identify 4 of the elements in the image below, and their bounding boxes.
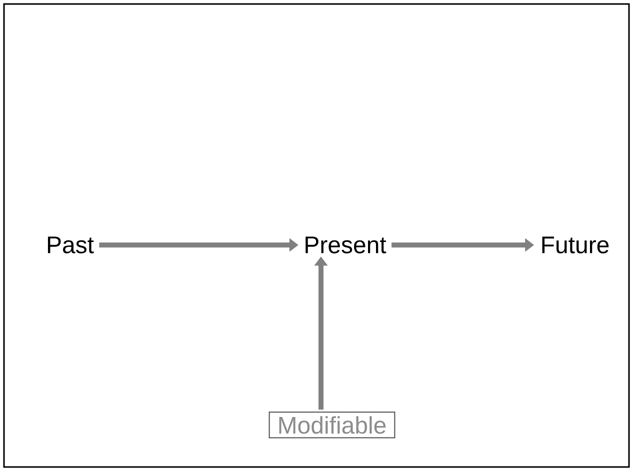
time-label: Past (48, 236, 94, 254)
label-box: Modifiable (268, 412, 396, 438)
time-label: Future (542, 236, 609, 254)
time-label: Present (306, 236, 386, 254)
